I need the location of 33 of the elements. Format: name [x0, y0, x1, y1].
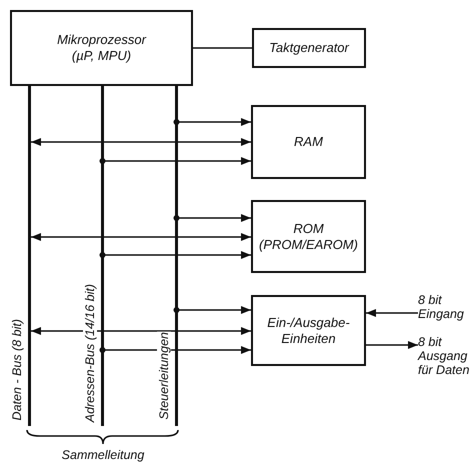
bus-line: [175, 86, 178, 426]
signal-label: 8 bit Ausgang für Daten: [418, 335, 470, 377]
arrow: [100, 157, 251, 165]
bus-label: Adressen-Bus (14/16 bit): [83, 284, 97, 422]
io-box: [251, 295, 366, 366]
arrow: [100, 346, 251, 354]
arrow: [31, 233, 251, 241]
arrow: [366, 341, 418, 349]
clock-box: [252, 28, 366, 68]
signal-label: 8 bit Eingang: [418, 293, 465, 321]
node-label: (µP, MPU): [72, 48, 132, 64]
node-label: Mikroprozessor: [57, 32, 146, 48]
bus-line: [101, 86, 104, 426]
processor-box: [10, 10, 193, 86]
arrow: [174, 306, 251, 314]
node-label: Ein-/Ausgabe- Einheiten: [266, 314, 351, 346]
memory-box: [251, 105, 366, 179]
arrow: [366, 309, 418, 317]
bus-line: [28, 86, 31, 426]
arrow: [174, 118, 251, 126]
node-label: Taktgenerator: [269, 40, 349, 56]
node-label: ROM: [293, 220, 324, 236]
bus-label: Daten - Bus (8 bit): [10, 318, 24, 420]
bus-group-label: Sammelleitung: [60, 448, 146, 462]
arrow: [100, 251, 251, 259]
connector-line: [193, 47, 252, 49]
arrow: [174, 214, 251, 222]
node-label: RAM: [294, 134, 323, 150]
memory-box: [251, 200, 366, 273]
node-label: (PROM/EAROM): [259, 236, 358, 252]
arrow: [31, 138, 251, 146]
arrow: [31, 327, 251, 335]
bus-label: Steuerleitungen: [157, 332, 171, 420]
